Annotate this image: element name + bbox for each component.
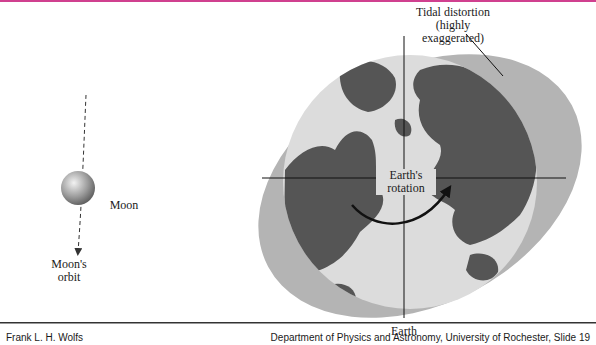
moon-sphere	[61, 171, 95, 205]
top-rule	[0, 0, 596, 2]
figure-label: Moon	[104, 199, 144, 212]
footer-text: Frank L. H. Wolfs	[6, 332, 83, 344]
footer-rule	[0, 322, 596, 324]
figure-label: Moon's orbit	[40, 258, 98, 284]
rotation-arrow	[352, 190, 448, 224]
figure-label: Tidal distortion (highly exaggerated)	[405, 6, 501, 45]
earth-disc	[283, 55, 537, 309]
footer-text: Department of Physics and Astronomy, Uni…	[271, 332, 590, 344]
land-masses	[284, 61, 536, 307]
figure-label: Earth's rotation	[376, 169, 436, 195]
tidal-bulge	[213, 1, 596, 345]
